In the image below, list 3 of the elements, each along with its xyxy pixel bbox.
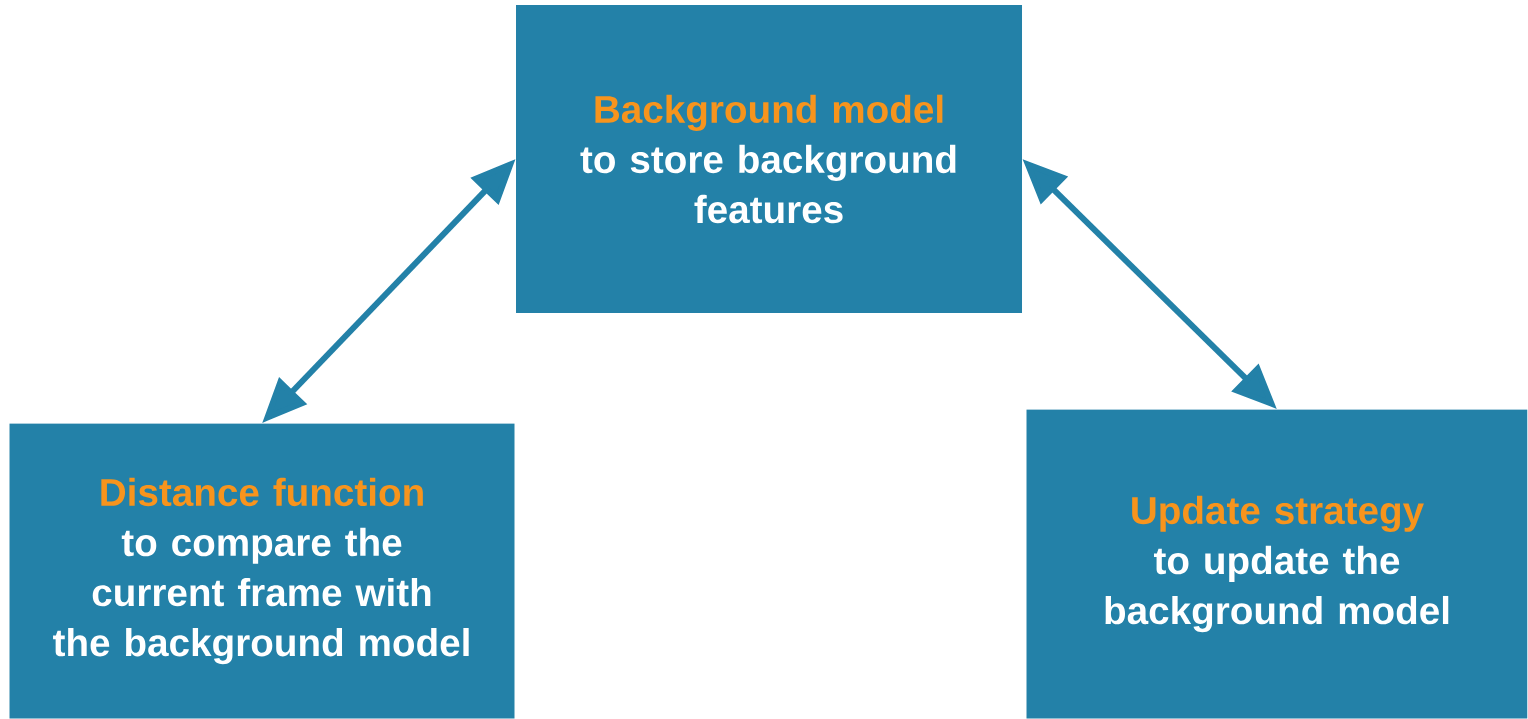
process-box: Update strategy to update the background model xyxy=(1026,409,1528,719)
process-box: Distance function to compare the current frame with the background model xyxy=(9,423,515,719)
process-box: Background model to store background features xyxy=(516,5,1022,313)
